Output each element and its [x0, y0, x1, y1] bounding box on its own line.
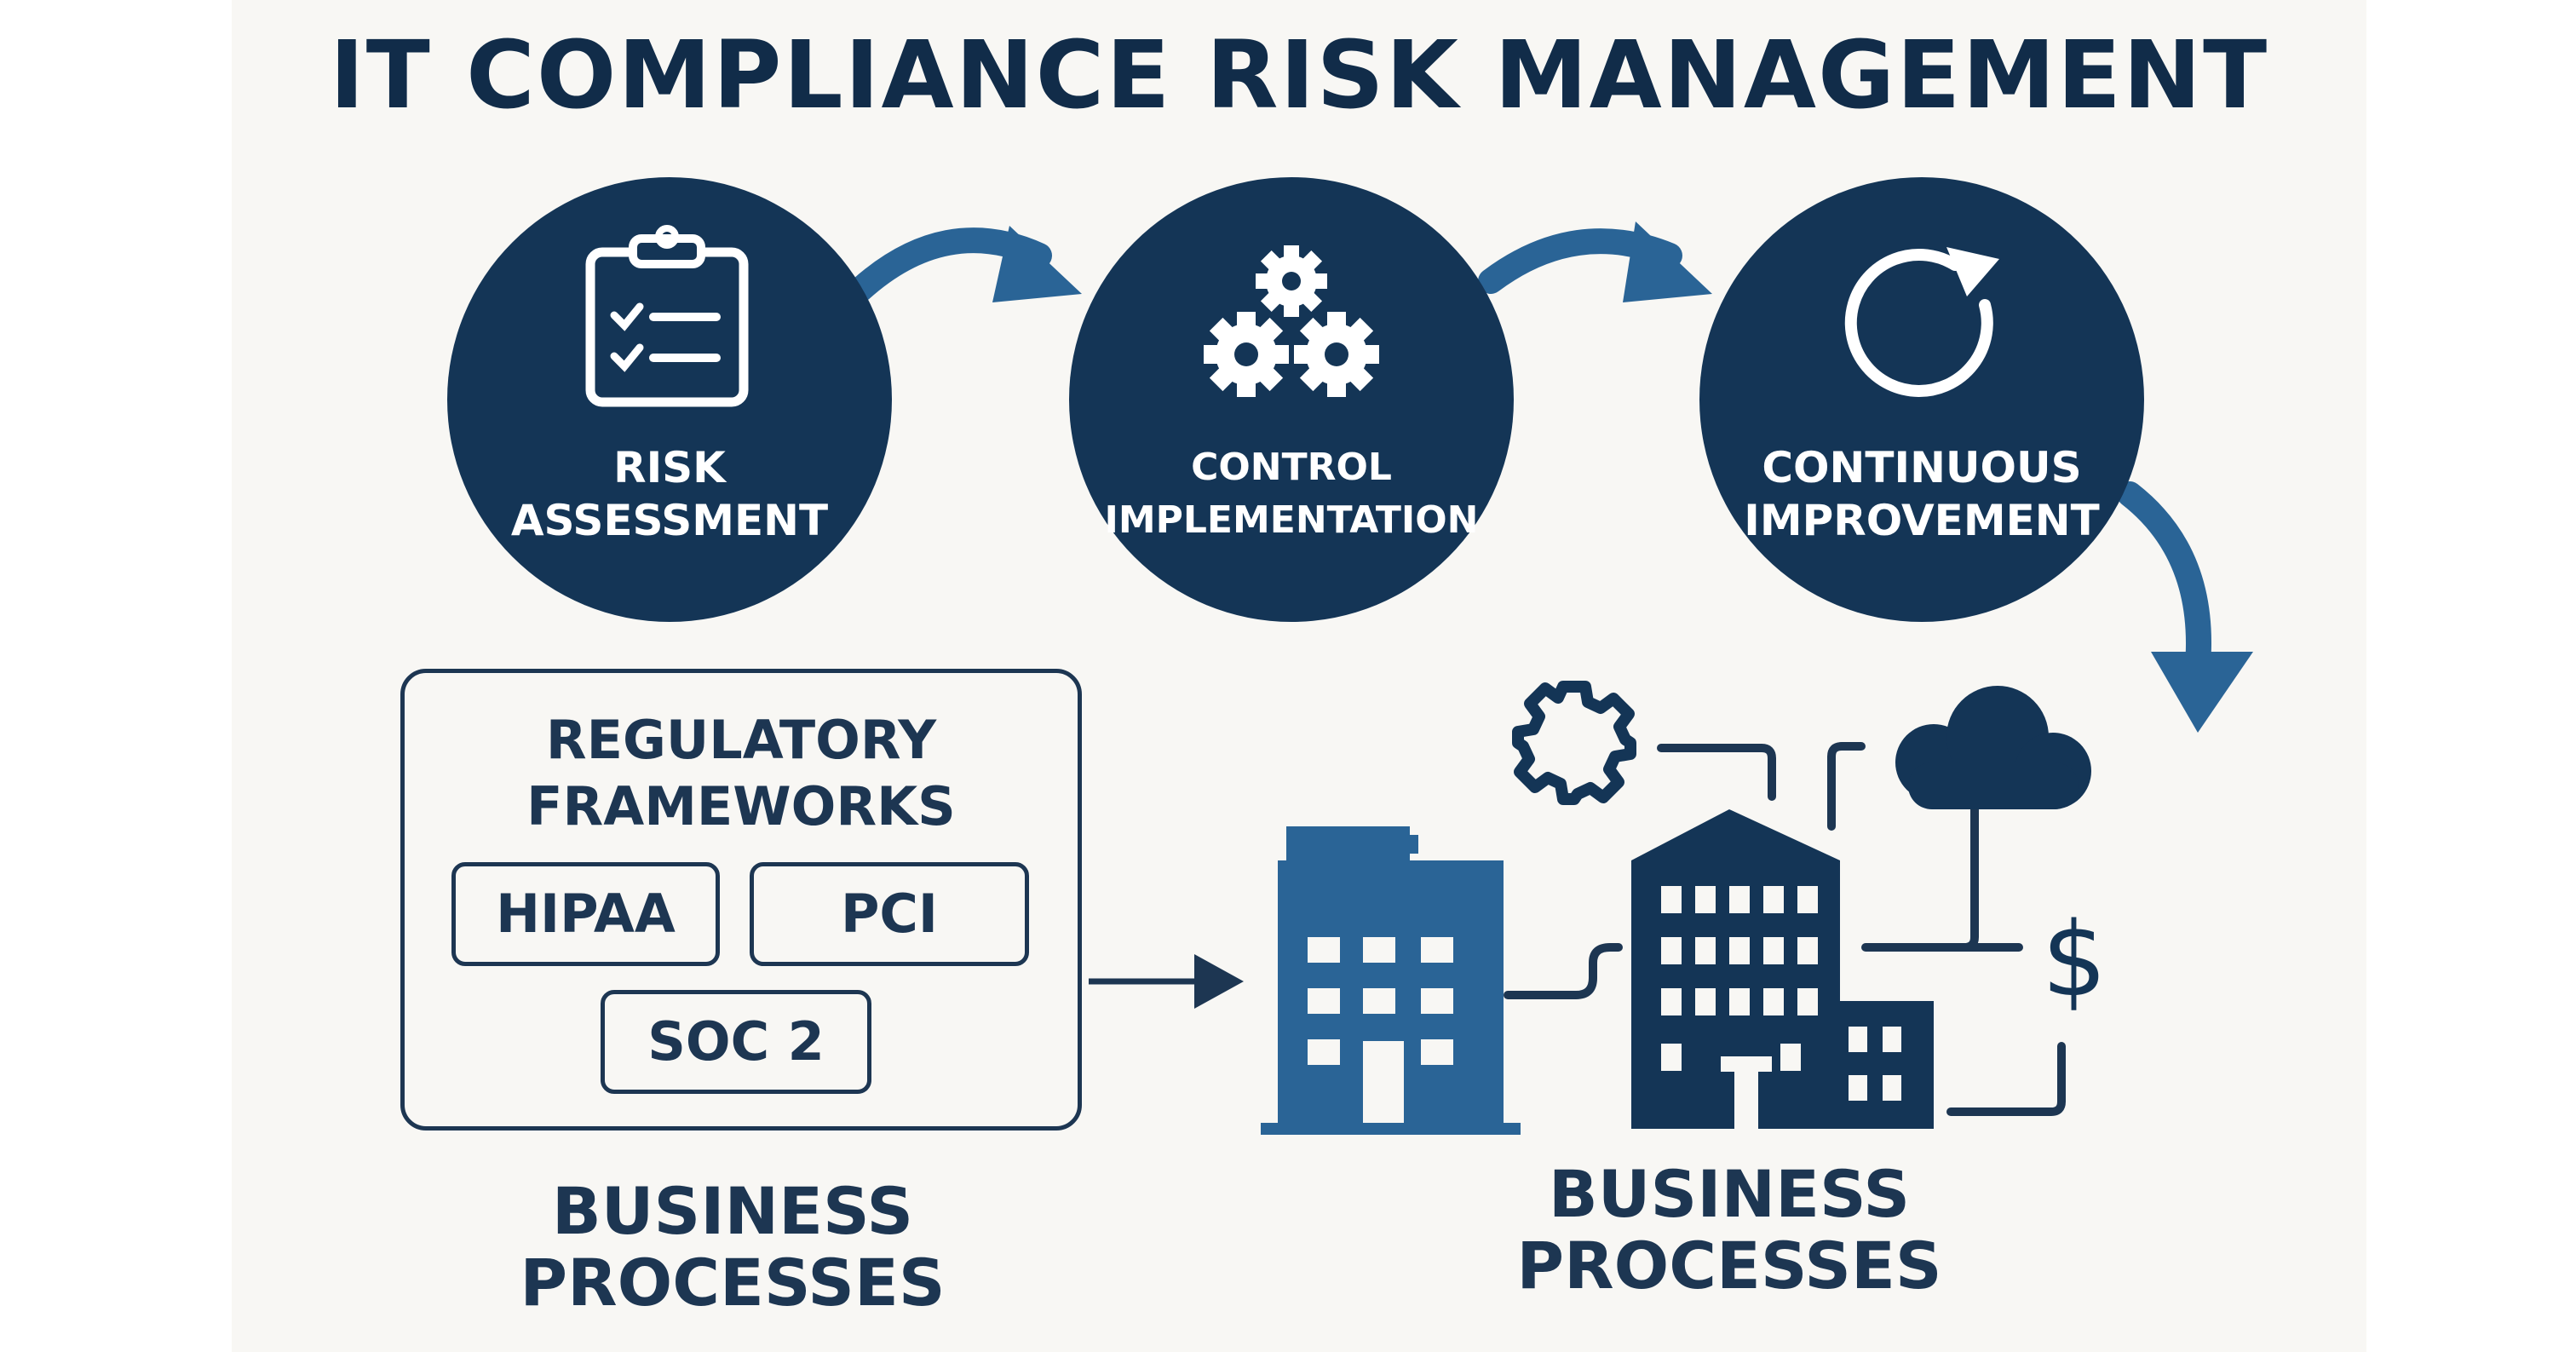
framework-tag-soc2: SOC 2: [601, 990, 871, 1094]
step-circle-control-implementation: CONTROL IMPLEMENTATION: [1069, 177, 1514, 622]
building-icon: [1261, 826, 1521, 1135]
refresh-cycle-icon: [1844, 247, 1999, 397]
step-circle-continuous-improvement: CONTINUOUS IMPROVEMENT: [1699, 177, 2144, 622]
business-processes-left-label: BUSINESS PROCESSES: [520, 1173, 946, 1320]
arrow-head-1: [992, 226, 1082, 302]
office-building-icon: [1631, 809, 1934, 1129]
framework-tag-hipaa: HIPAA: [451, 862, 720, 966]
dollar-sign-icon: $: [2042, 901, 2107, 1020]
regulatory-frameworks-panel: REGULATORY FRAMEWORKS HIPAA PCI SOC 2: [400, 669, 1082, 1131]
step-label: CONTINUOUS IMPROVEMENT: [1744, 443, 2100, 545]
gear-outline-icon: [1512, 681, 1636, 805]
connector-lines: [1504, 742, 2066, 1116]
arrow-head-3: [2151, 652, 2253, 733]
cloud-icon: [1895, 686, 2091, 809]
step-label: CONTROL IMPLEMENTATION: [1104, 446, 1479, 542]
step-circle-risk-assessment: RISK ASSESSMENT: [447, 177, 892, 622]
framework-tag-pci: PCI: [750, 862, 1029, 966]
business-processes-right-label: BUSINESS PROCESSES: [1516, 1156, 1942, 1303]
regulatory-frameworks-title: REGULATORY FRAMEWORKS: [526, 709, 956, 837]
page-title: IT COMPLIANCE RISK MANAGEMENT: [329, 20, 2269, 129]
gears-icon: [1204, 245, 1379, 397]
arrow-head-2: [1623, 221, 1712, 302]
arrow-improve-down: [2117, 481, 2211, 677]
clipboard-checklist-icon: [585, 225, 749, 407]
arrow-head-4: [1194, 954, 1244, 1009]
step-label: RISK ASSESSMENT: [510, 443, 829, 545]
